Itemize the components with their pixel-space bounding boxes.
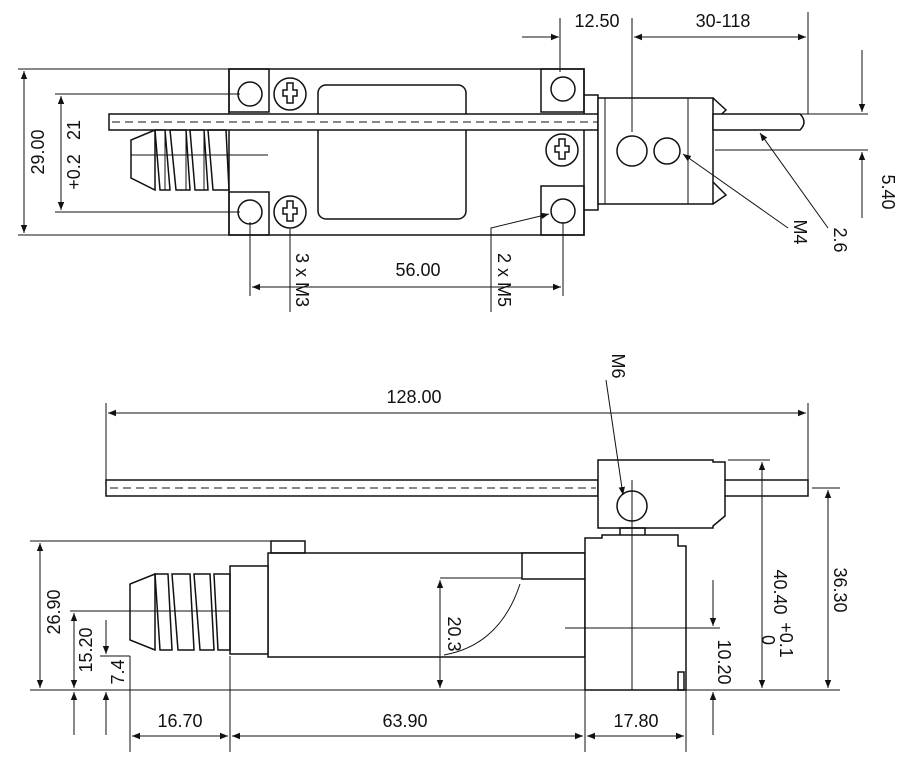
top-pad-tl	[228, 68, 270, 113]
screw-icon	[545, 133, 579, 167]
top-head-hole	[616, 135, 648, 167]
dim-5-40: 5.40	[878, 174, 898, 209]
side-rod-tip	[711, 479, 809, 497]
side-head	[597, 459, 726, 529]
top-head-screw	[653, 137, 681, 165]
top-head-neck	[584, 94, 599, 211]
dim-128-00: 128.00	[386, 387, 441, 407]
side-neck	[229, 565, 269, 655]
top-hole-tr	[550, 76, 576, 102]
label-3xm3: 3 x M3	[292, 253, 312, 307]
top-window	[317, 84, 467, 220]
dim-26-90: 26.90	[44, 589, 64, 634]
top-head	[597, 97, 714, 205]
top-rod-tip	[712, 113, 805, 131]
dim-17-80: 17.80	[613, 711, 658, 731]
dim-56-00: 56.00	[395, 260, 440, 280]
lever-swing-arc	[443, 583, 521, 656]
dim-20-3: 20.3	[444, 616, 464, 651]
top-hole-br	[550, 198, 576, 224]
dim-29-00: 29.00	[28, 129, 48, 174]
screw-icon	[273, 77, 307, 111]
dim-40-40-tol-upper: +0.1	[776, 622, 796, 658]
top-hole-bl	[237, 199, 263, 225]
side-view: 128.00 M6 40.40 0 +0.1 36.30 26.90 15.20…	[30, 353, 850, 752]
dim-10-20: 10.20	[714, 639, 734, 684]
dim-30-118: 30-118	[696, 11, 751, 31]
dim-63-90: 63.90	[382, 711, 427, 731]
dim-12-50: 12.50	[574, 11, 619, 31]
dim-15-20: 15.20	[76, 627, 96, 672]
side-body	[267, 552, 586, 658]
label-m6: M6	[608, 353, 628, 378]
dim-40-40: 40.40	[770, 569, 790, 614]
top-hole-tl	[237, 81, 263, 107]
top-bellows	[130, 128, 268, 192]
top-pad-tr	[540, 68, 585, 113]
dim-16-70: 16.70	[157, 711, 202, 731]
label-2xm5: 2 x M5	[494, 253, 514, 307]
top-body-outline	[228, 68, 585, 236]
dim-21-tolerance: +0.2	[64, 154, 84, 190]
screw-icon	[273, 195, 307, 229]
dim-21: 21	[64, 120, 84, 140]
top-pad-bl	[228, 191, 270, 236]
side-bellows	[129, 572, 231, 652]
top-view: 12.50 30-118 29.00 21 +0.2 5.40 56.00 3 …	[18, 11, 898, 312]
dim-7-4: 7.4	[108, 659, 128, 684]
dim-40-40-tol-lower: 0	[758, 635, 778, 645]
dim-36-30: 36.30	[830, 567, 850, 612]
label-m4: M4	[790, 219, 810, 244]
label-2-6: 2.6	[830, 227, 850, 252]
side-lever-block	[584, 534, 687, 691]
